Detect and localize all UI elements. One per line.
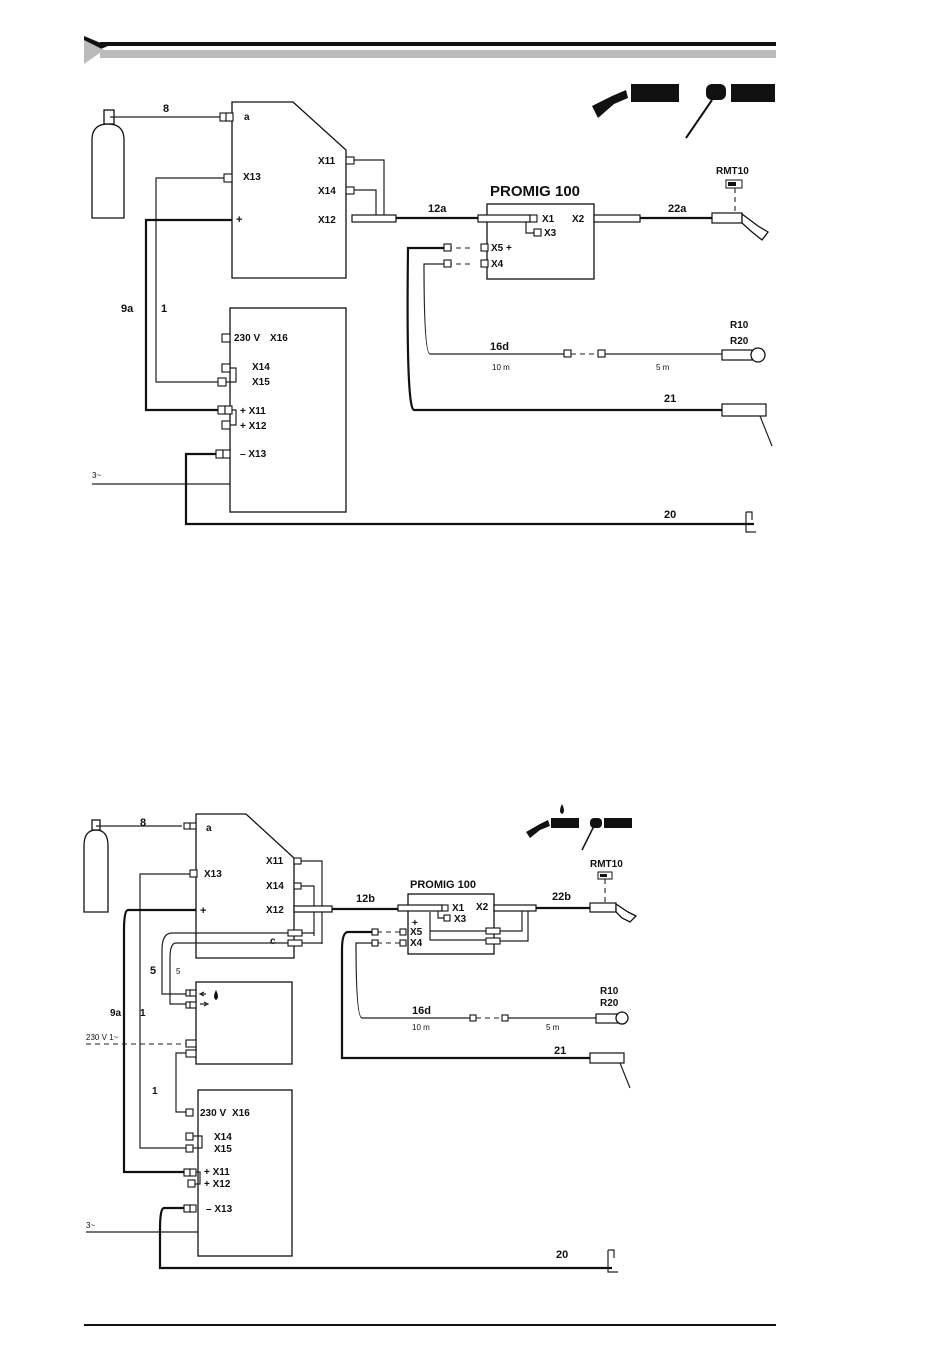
label-u-230-b: 230 V: [200, 1108, 226, 1119]
torch-icon: [712, 213, 768, 240]
label-mains: 3~: [92, 471, 101, 480]
bottom-diagram: 8 a X13 X11 X14 X12 + c 12b PROMIG 100 X…: [84, 804, 636, 1272]
label-u-x15-b: X15: [214, 1144, 232, 1155]
label-cable-22: 22a: [668, 203, 687, 215]
label-cable-20-b: 20: [556, 1249, 568, 1261]
label-u-x13: – X13: [240, 449, 267, 460]
label-p-x5: X5 +: [491, 243, 512, 254]
label-psu-x11: X11: [318, 156, 336, 167]
label-p-x2: X2: [572, 214, 585, 225]
label-u-x14-b: X14: [214, 1132, 232, 1143]
label-gas-hose: 8: [163, 103, 169, 115]
mma-process-icon-b: [582, 818, 632, 850]
label-cooler-supply: 230 V 1~: [86, 1033, 119, 1042]
torch-icon-b: [590, 903, 636, 922]
electrode-holder-icon-b: [590, 1053, 630, 1088]
label-cable-21: 21: [664, 393, 676, 405]
label-cable-1a-b: 1: [140, 1008, 146, 1019]
label-psu-x12: X12: [318, 215, 336, 226]
label-cable-12: 12a: [428, 203, 447, 215]
label-hose-5b: 5: [176, 967, 181, 976]
label-cable-9a-b: 9a: [110, 1008, 122, 1019]
earth-clamp-icon: [746, 512, 756, 532]
label-r10: R10: [730, 320, 749, 331]
label-u-x11: + X11: [240, 406, 266, 417]
label-gas-hose-b: 8: [140, 817, 146, 829]
label-p-x1-b: X1: [452, 903, 465, 914]
label-psu-x14: X14: [318, 186, 336, 197]
label-rmt-b: RMT10: [590, 859, 623, 870]
label-u-x12: + X12: [240, 421, 267, 432]
label-psu-x11-b: X11: [266, 856, 284, 867]
label-r20-b: R20: [600, 998, 619, 1009]
label-p-x5-b: X5: [410, 927, 423, 938]
top-diagram: 8 a X13 + X11 X14 X12 12a PROMIG 100 X1 …: [92, 84, 775, 532]
label-cable-22-b: 22b: [552, 891, 571, 903]
label-psu-x13-b: X13: [204, 869, 222, 880]
label-cable-21-b: 21: [554, 1045, 566, 1057]
label-promig-b: PROMIG 100: [410, 879, 476, 891]
label-p-x4-b: X4: [410, 938, 423, 949]
mig-process-icon: [592, 84, 679, 118]
label-cable-9a: 9a: [121, 303, 134, 315]
label-psu-plus: +: [236, 214, 242, 226]
label-psu-x14-b: X14: [266, 881, 284, 892]
label-cable-12-b: 12b: [356, 893, 375, 905]
label-len-5m-b: 5 m: [546, 1023, 560, 1032]
label-u-x14: X14: [252, 362, 270, 373]
label-cable-16d: 16d: [490, 341, 509, 353]
label-hose-5a: 5: [150, 965, 156, 977]
remote-control-icon: [722, 348, 765, 362]
gas-cylinder: [84, 820, 108, 912]
label-promig: PROMIG 100: [490, 183, 580, 200]
label-u-x15: X15: [252, 377, 270, 388]
gas-cylinder: [92, 110, 124, 218]
label-psu-x13: X13: [243, 172, 261, 183]
cooling-unit: [196, 982, 292, 1064]
label-u-x12-b: + X12: [204, 1179, 231, 1190]
electrode-holder-icon: [722, 404, 772, 446]
label-u-x16-b: X16: [232, 1108, 250, 1119]
label-p-x2-b: X2: [476, 902, 489, 913]
label-rmt: RMT10: [716, 166, 749, 177]
mma-process-icon: [686, 84, 775, 138]
label-gas-port-b: a: [206, 823, 212, 834]
label-len-5m: 5 m: [656, 363, 670, 372]
label-u-x13-b: – X13: [206, 1204, 233, 1215]
label-cable-1: 1: [161, 303, 167, 315]
header-bar: [84, 36, 776, 64]
label-u-x11-b: + X11: [204, 1167, 230, 1178]
label-len-10m: 10 m: [492, 363, 510, 372]
label-cable-16d-b: 16d: [412, 1005, 431, 1017]
label-p-x4: X4: [491, 259, 504, 270]
footer-rule: [84, 1324, 776, 1326]
label-cable-1b-b: 1: [152, 1086, 158, 1097]
label-u-230: 230 V: [234, 333, 260, 344]
water-cooled-mig-icon: [526, 804, 579, 838]
remote-control-icon-b: [596, 1012, 628, 1024]
label-r20: R20: [730, 336, 749, 347]
label-p-x1: X1: [542, 214, 555, 225]
label-p-x3-b: X3: [454, 914, 467, 925]
label-r10-b: R10: [600, 986, 619, 997]
label-psu-x12-b: X12: [266, 905, 284, 916]
label-psu-plus-b: +: [200, 905, 206, 917]
label-cable-20: 20: [664, 509, 676, 521]
label-u-x16: X16: [270, 333, 288, 344]
label-psu-c-b: c: [270, 936, 276, 947]
label-mains-b: 3~: [86, 1221, 95, 1230]
label-gas-port: a: [244, 112, 250, 123]
label-len-10m-b: 10 m: [412, 1023, 430, 1032]
label-p-x3: X3: [544, 228, 557, 239]
